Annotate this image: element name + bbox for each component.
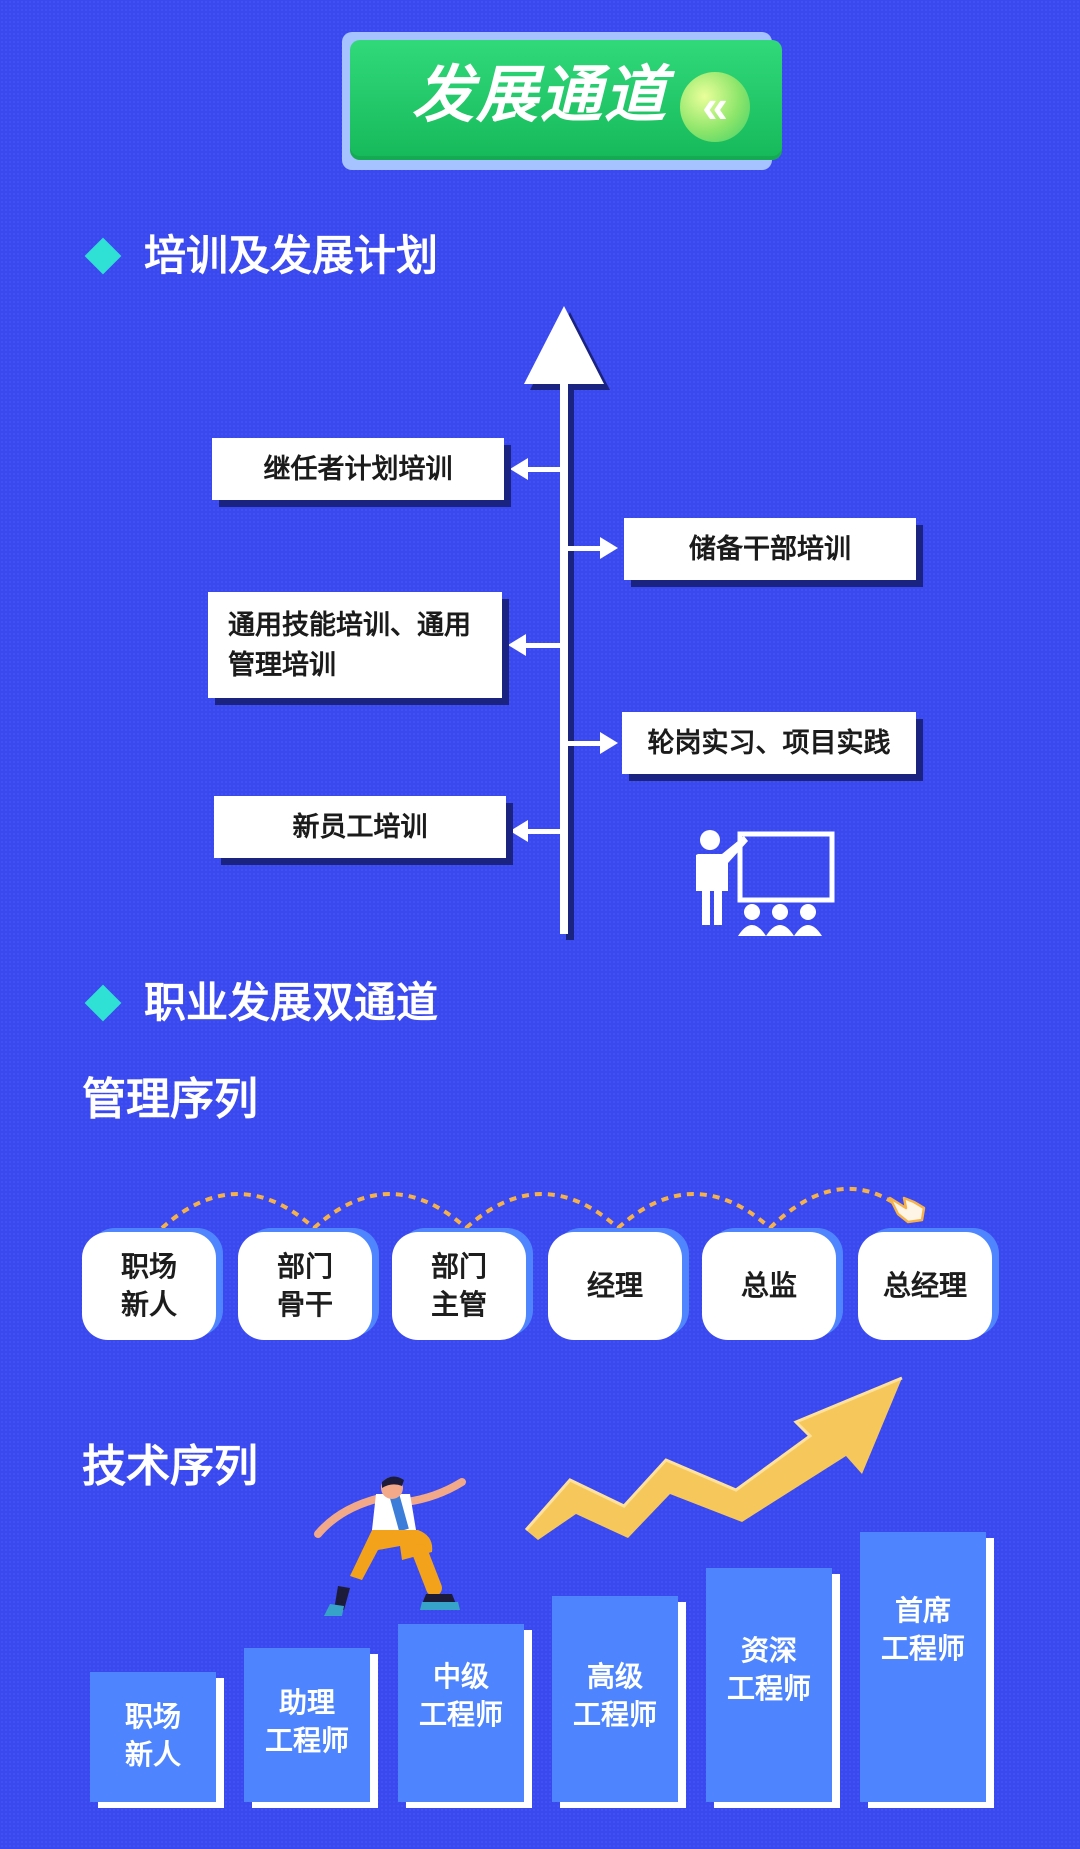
management-series-title: 管理序列	[82, 1075, 258, 1124]
branch-line	[566, 741, 600, 746]
tech-level-step: 高级 工程师	[552, 1596, 678, 1802]
tech-level-label: 中级 工程师	[418, 1661, 503, 1730]
mgmt-level-card: 经理	[548, 1232, 682, 1340]
tech-level-label: 职场 新人	[124, 1701, 181, 1770]
arrow-right-icon	[600, 732, 618, 754]
branch-line	[528, 829, 562, 834]
mgmt-level-card: 总经理	[858, 1232, 992, 1340]
running-person-icon	[314, 1476, 466, 1616]
tech-level-label: 助理 工程师	[264, 1687, 349, 1756]
tech-level-step: 首席 工程师	[860, 1532, 986, 1802]
plan-item-new-employee: 新员工培训	[214, 796, 506, 858]
tech-level-label: 首席 工程师	[880, 1595, 965, 1664]
mgmt-level-card: 总监	[702, 1232, 836, 1340]
tech-level-step: 中级 工程师	[398, 1624, 524, 1802]
mgmt-level-card: 部门 骨干	[238, 1232, 372, 1340]
tech-level-step: 职场 新人	[90, 1672, 216, 1802]
plan-item-general-skills: 通用技能培训、通用管理培训	[208, 592, 502, 698]
zigzag-up-arrow-icon	[524, 1376, 903, 1540]
tech-level-step: 助理 工程师	[244, 1648, 370, 1802]
mgmt-level-card: 部门 主管	[392, 1232, 526, 1340]
arrow-left-icon	[510, 458, 528, 480]
plan-item-succession: 继任者计划培训	[212, 438, 504, 500]
arrow-left-icon	[510, 820, 528, 842]
section2-title: 职业发展双通道	[144, 979, 439, 1026]
arrow-right-icon	[600, 537, 618, 559]
section1-title: 培训及发展计划	[144, 232, 439, 279]
branch-line	[528, 467, 562, 472]
tech-level-step: 资深 工程师	[706, 1568, 832, 1802]
plan-item-rotation: 轮岗实习、项目实践	[622, 712, 916, 774]
hand-pointer-icon	[888, 1196, 926, 1224]
branch-line	[526, 643, 562, 648]
up-arrow-head-icon	[524, 306, 604, 384]
technical-series-title: 技术序列	[82, 1442, 258, 1491]
up-arrow-shaft	[560, 380, 568, 934]
tech-level-label: 资深 工程师	[726, 1635, 811, 1704]
arrow-shaft-shadow	[566, 380, 574, 940]
double-chevron-left-icon[interactable]: «	[680, 72, 750, 142]
branch-line	[566, 546, 600, 551]
plan-item-reserve-cadre: 储备干部培训	[624, 518, 916, 580]
page-title: 发展通道	[411, 61, 668, 130]
mgmt-level-card: 职场 新人	[82, 1232, 216, 1340]
arrow-left-icon	[508, 634, 526, 656]
teacher-presentation-icon	[696, 830, 835, 936]
tech-level-label: 高级 工程师	[572, 1661, 657, 1730]
